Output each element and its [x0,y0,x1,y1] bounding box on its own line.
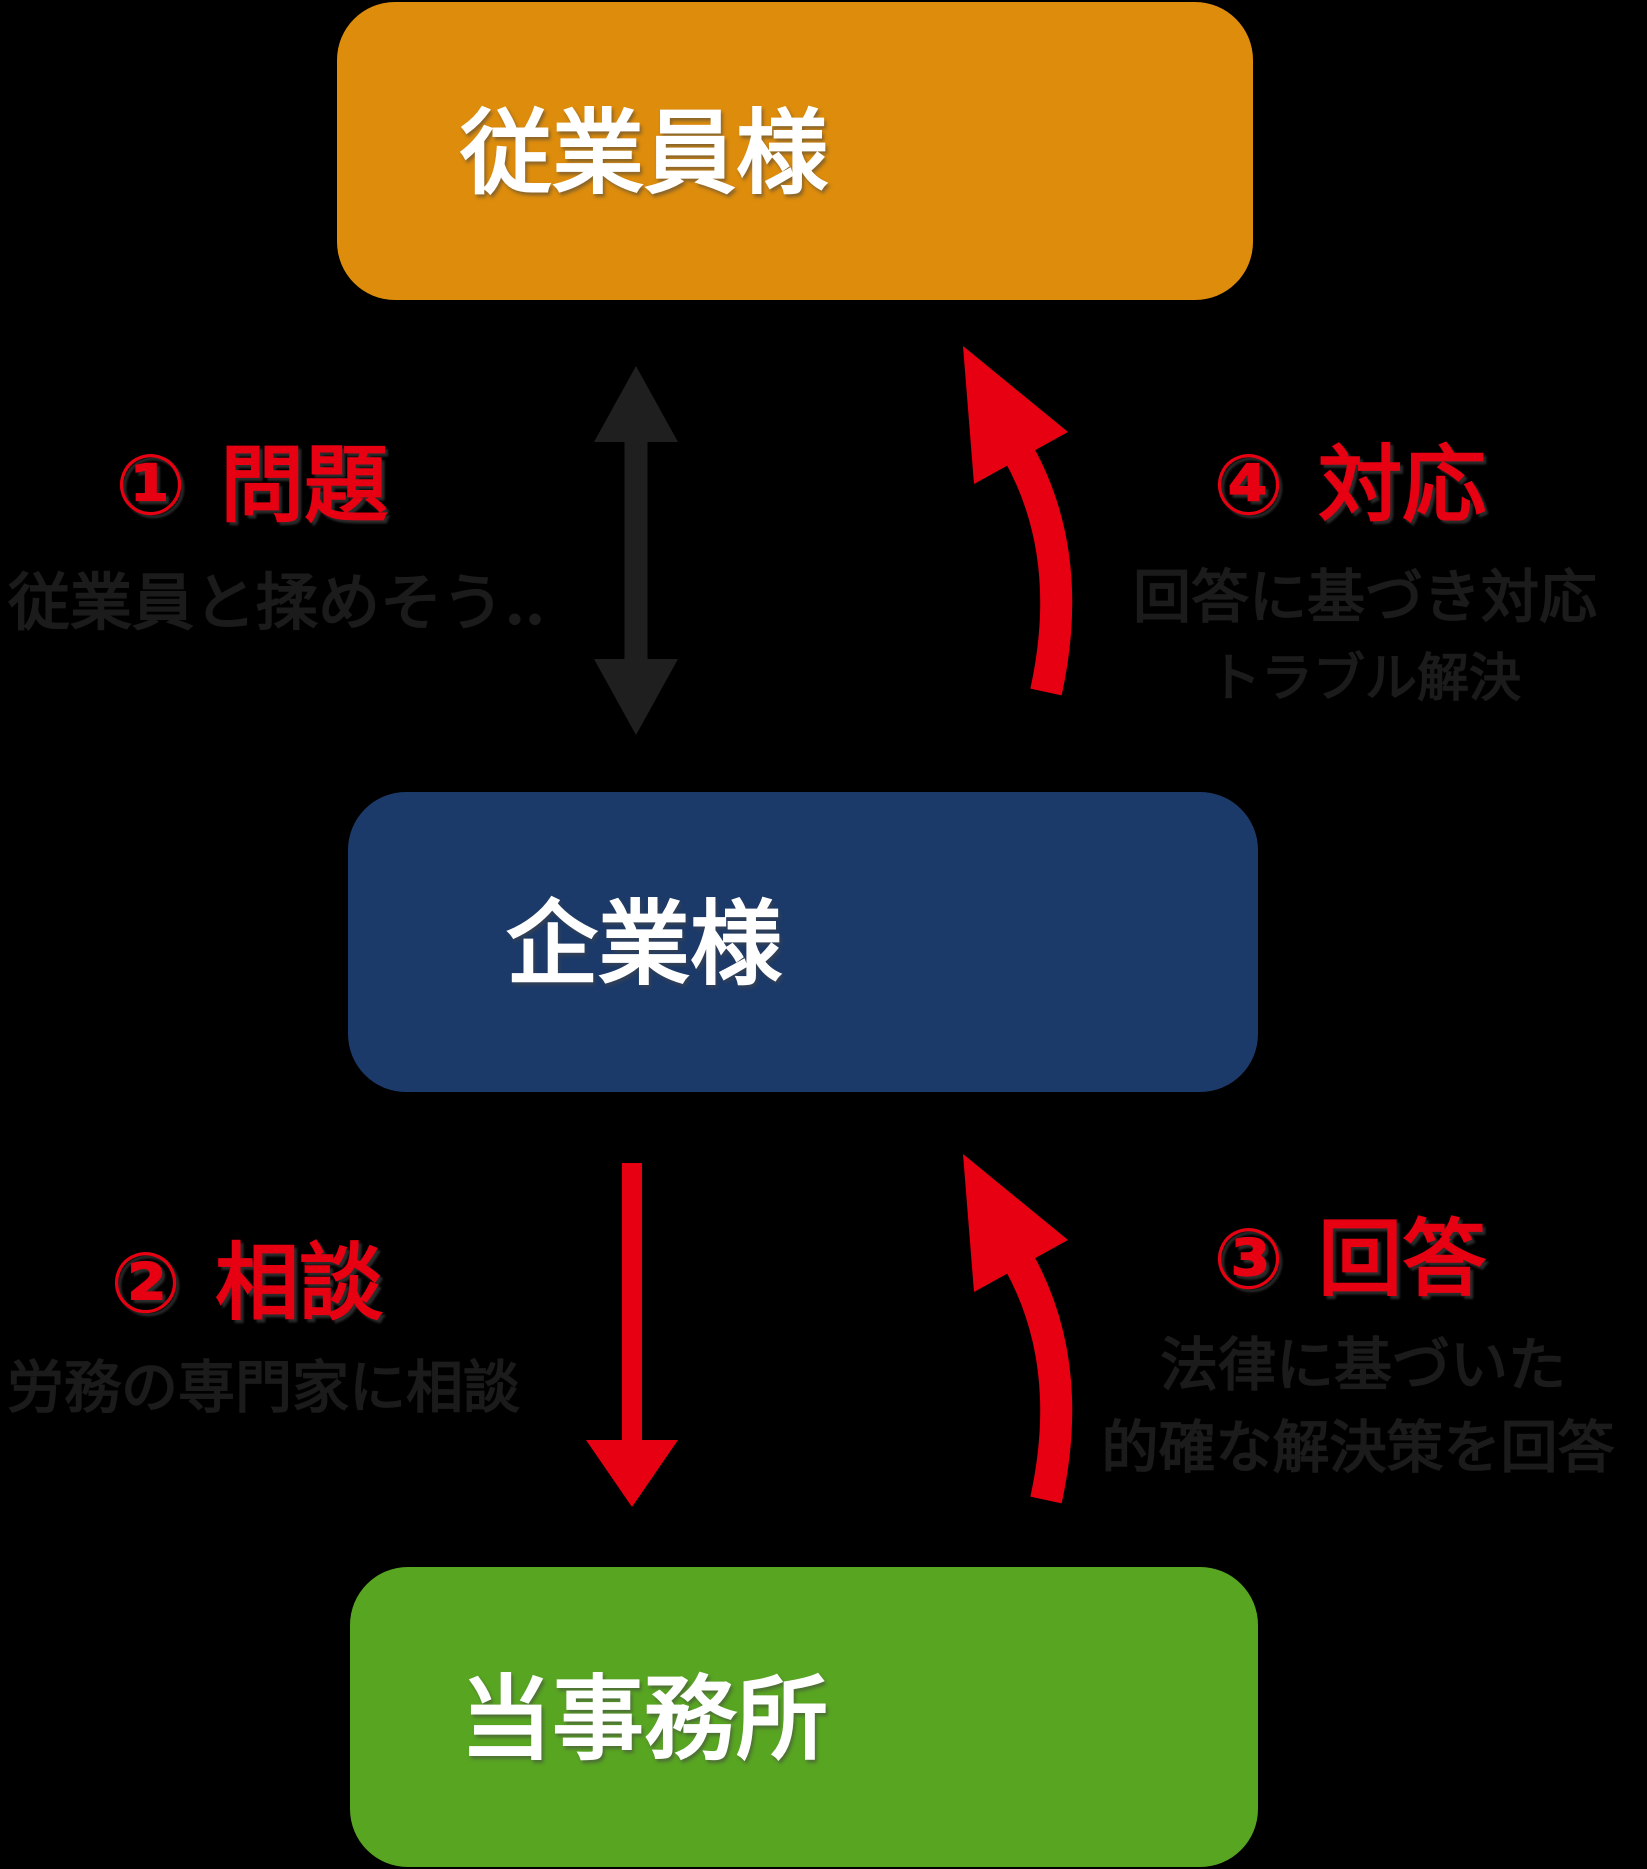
node-office: 当事務所 [350,1567,1258,1867]
node-company: 企業様 [348,792,1258,1092]
step3-description-line2: 的確な解決策を回答 [1101,1417,1615,1480]
step3-title: 回答 [1318,1214,1487,1307]
step3-label: ③ 回答 [1213,1192,1486,1313]
step4-description-line1: 回答に基づき対応 [1132,565,1598,630]
red-curved-arrow-step3-icon [963,1154,1073,1504]
step1-description: 従業員と揉めそう‥ [8,570,546,638]
red-curved-arrow-step4-icon [963,346,1073,696]
step3-number: ③ [1213,1214,1285,1307]
step2-title: 相談 [215,1238,384,1331]
step2-number: ② [110,1238,182,1331]
step2-description: 労務の専門家に相談 [7,1357,520,1420]
step3-description-line1: 法律に基づいた [1159,1333,1567,1398]
step1-title: 問題 [220,440,389,533]
step1-number: ① [115,440,187,533]
employees-label: 従業員様 [459,103,829,206]
step2-label: ② 相談 [110,1216,383,1337]
step4-description-line2: トラブル解決 [1208,651,1522,708]
step4-title: 対応 [1318,440,1487,533]
red-down-arrow-icon [586,1163,678,1507]
step4-label: ④ 対応 [1213,418,1486,539]
black-double-arrow-icon [594,366,678,735]
step4-number: ④ [1213,440,1285,533]
company-label: 企業様 [505,894,783,997]
node-employees: 従業員様 [337,2,1253,300]
office-label: 当事務所 [459,1669,829,1772]
step1-label: ① 問題 [115,418,388,539]
